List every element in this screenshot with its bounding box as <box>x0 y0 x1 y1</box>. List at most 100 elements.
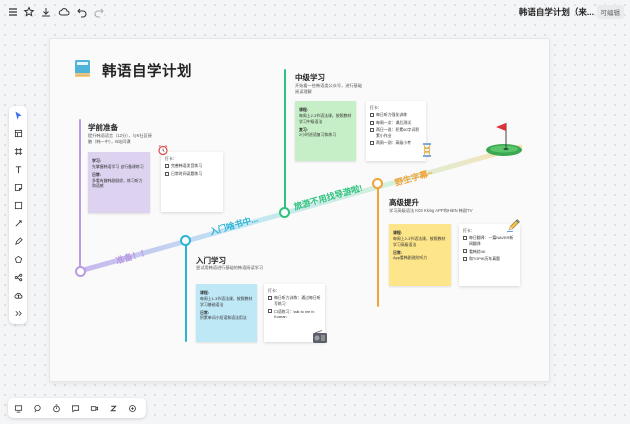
entry-title: 入门学习 <box>196 256 226 265</box>
mid-sticky-h2: 复习: <box>299 126 309 132</box>
pre-card-item: 完善韩语发音练习 <box>165 163 219 169</box>
mid-sticky-t1: 每周上2-3节语法课，按照教材学习中级语法 <box>299 112 352 124</box>
left-toolbar <box>9 106 27 324</box>
template-tool-icon[interactable] <box>12 127 24 139</box>
adv-sticky-t1: 每周上2-3节语法课，按照教材学习高级语法 <box>393 235 446 247</box>
checkbox[interactable] <box>463 256 467 261</box>
redo-icon[interactable] <box>91 4 107 20</box>
mindmap-tool-icon[interactable] <box>12 271 24 283</box>
adv-sticky-note[interactable]: 课程: 每周上2-3节语法课，按照教材学习高级语法 日常: App看韩剧进阶听力 <box>389 224 451 286</box>
entry-card-item: 每日听力训练：通过每日听写练习 <box>268 295 321 307</box>
adv-connector <box>377 187 379 307</box>
adv-title: 高级提升 <box>389 198 419 207</box>
pre-sticky-note[interactable]: 学习: 先掌握韩语学习 自行备课练习 日常: 多看有趣韩剧剧综，练习听力和语感 <box>88 152 150 213</box>
pre-card-title: 打卡： <box>165 156 177 161</box>
adv-sticky-h2: 日常: <box>393 249 403 255</box>
adv-card-item: 每日翻译：一篇NAVER新闻翻译 <box>463 235 516 247</box>
checkbox[interactable] <box>268 309 272 314</box>
mid-sticky-note[interactable]: 课程: 每周上2-3节语法课，按照教材学习中级语法 复习: 2小时进语复习和练习 <box>295 101 356 161</box>
checkbox[interactable] <box>370 113 374 118</box>
entry-desc: 尝试用韩语进行基础的韩语阅读学习 <box>196 265 264 270</box>
checkbox[interactable] <box>370 120 374 125</box>
message-icon[interactable] <box>69 402 81 414</box>
document-title: 韩语自学计划（来... <box>518 7 594 17</box>
timeline-path <box>77 144 523 274</box>
mid-desc: 开始看一些韩语类公众号，进行基础阅读理解 <box>295 83 363 95</box>
entry-sticky-t1: 每周上1-3节语法课，按照教材学习基础语法 <box>200 295 253 307</box>
more-tools-icon[interactable] <box>12 307 24 319</box>
mid-card-title: 打卡： <box>370 105 382 110</box>
entry-card-item: 口语练习：talk to me in Korean <box>268 309 321 321</box>
pre-sticky-h1: 学习: <box>92 158 102 163</box>
star-icon[interactable] <box>21 4 37 20</box>
mid-title: 中级学习 <box>295 73 325 82</box>
mid-card-item: 两周一测：高级小考 <box>370 140 422 146</box>
book-icon <box>75 60 90 77</box>
adv-desc: 学习高级语法 K03 Kking APP和HiEN 韩剧TV <box>389 208 473 213</box>
alarm-clock-icon <box>158 145 168 156</box>
mid-sticky-t2: 2小时进语复习和练习 <box>299 132 337 138</box>
checkbox[interactable] <box>370 127 374 132</box>
video-icon[interactable] <box>88 402 100 414</box>
entry-sticky-note[interactable]: 课程: 每周上1-3节语法课，按照教材学习基础语法 日常: 积累单词小短语和语法… <box>196 284 257 342</box>
checkbox[interactable] <box>165 164 169 169</box>
shape-tool-icon[interactable] <box>12 199 24 211</box>
checkbox[interactable] <box>268 296 272 301</box>
top-bar: 韩语自学计划（来... 可编辑 <box>0 0 630 24</box>
undo-icon[interactable] <box>74 4 90 20</box>
sticky-note-tool-icon[interactable] <box>12 181 24 193</box>
pen-tool-icon[interactable] <box>12 235 24 247</box>
pencil-icon <box>506 219 520 233</box>
checkbox[interactable] <box>463 249 467 254</box>
adv-node[interactable] <box>372 178 383 189</box>
select-tool-icon[interactable] <box>12 109 24 121</box>
text-tool-icon[interactable] <box>12 163 24 175</box>
whiteboard-canvas[interactable]: 韩语自学计划 准备！！ 入门啥书中... 旅游不用找导游啦! 野生字幕~ 学前准… <box>50 39 549 381</box>
radio-icon <box>313 330 327 343</box>
polygon-tool-icon[interactable] <box>12 253 24 265</box>
entry-sticky-h1: 课程: <box>200 290 210 295</box>
mid-node[interactable] <box>279 207 290 218</box>
adv-card-item: 看韩综4K <box>463 249 516 255</box>
adv-checkin-card[interactable]: 打卡： 每日翻译：一篇NAVER新闻翻译 看韩综4K 和TOPIK历年真题 <box>459 224 520 286</box>
line-tool-icon[interactable] <box>12 217 24 229</box>
add-emoji-icon[interactable] <box>126 402 138 414</box>
adv-sticky-t2: App看韩剧进阶听力 <box>393 255 428 261</box>
timer-icon[interactable] <box>50 402 62 414</box>
golf-flag-icon <box>486 123 522 156</box>
entry-sticky-h2: 日常: <box>200 309 210 315</box>
present-icon[interactable] <box>12 402 24 414</box>
edit-badge[interactable]: 可编辑 <box>596 5 624 19</box>
pre-desc: 提升韩语语言（12分），与K社区接触（韩一中），B站同课 <box>88 133 152 145</box>
pre-sticky-t1: 先掌握韩语学习 自行备课练习 <box>92 163 144 169</box>
pre-checkin-card[interactable]: 打卡： 完善韩语发音练习 日常时间读题练习 <box>161 152 223 212</box>
mid-checkin-card[interactable]: 打卡： 每日听力强化训练 每周一次：课后测试 两日一说：积累60字词积累小作业 … <box>366 101 426 161</box>
entry-card-title: 打卡： <box>268 288 280 293</box>
pre-card-item: 日常时间读题练习 <box>165 171 219 177</box>
adv-card-item: 和TOPIK历年真题 <box>463 256 516 262</box>
menu-icon[interactable] <box>5 4 21 20</box>
comment-icon[interactable] <box>31 402 43 414</box>
checkbox[interactable] <box>370 141 374 146</box>
mid-card-item: 每日听力强化训练 <box>370 112 422 118</box>
pre-sticky-t2: 多看有趣韩剧剧综，练习听力和语感 <box>92 177 143 189</box>
plan-title: 韩语自学计划 <box>102 64 192 80</box>
mid-card-item: 两日一说：积累60字词积累小作业 <box>370 127 422 139</box>
pre-node[interactable] <box>75 266 86 277</box>
mid-sticky-h1: 课程: <box>299 107 309 112</box>
pre-connector <box>79 119 81 267</box>
entry-node[interactable] <box>180 235 191 246</box>
zzz-icon[interactable] <box>107 402 119 414</box>
download-icon[interactable] <box>38 4 54 20</box>
checkbox[interactable] <box>463 236 467 241</box>
checkbox[interactable] <box>165 171 169 176</box>
entry-connector <box>185 242 187 342</box>
frame-tool-icon[interactable] <box>12 145 24 157</box>
adv-sticky-h1: 课程: <box>393 230 403 235</box>
cloud-icon[interactable] <box>56 4 72 20</box>
pre-title: 学前准备 <box>88 123 118 132</box>
upload-tool-icon[interactable] <box>12 289 24 301</box>
mid-card-item: 每周一次：课后测试 <box>370 120 422 126</box>
entry-checkin-card[interactable]: 打卡： 每日听力训练：通过每日听写练习 口语练习：talk to me in K… <box>264 284 325 342</box>
entry-sticky-t2: 积累单词小短语和语法用法 <box>200 315 247 321</box>
